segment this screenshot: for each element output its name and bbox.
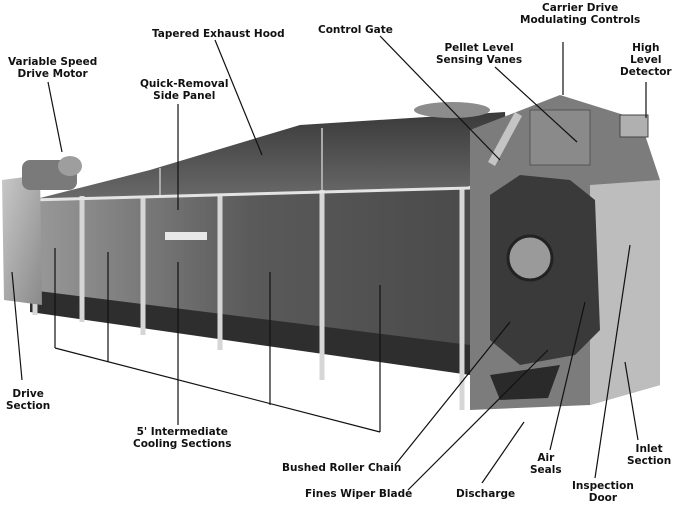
- label-quick-removal-side-panel: Quick-Removal Side Panel: [140, 78, 229, 102]
- label-variable-speed-drive-motor: Variable Speed Drive Motor: [8, 56, 98, 80]
- label-pellet-level-sensing-vanes: Pellet Level Sensing Vanes: [436, 42, 523, 66]
- drive-motor: [22, 156, 82, 190]
- label-intermediate-cooling-sections: 5' Intermediate Cooling Sections: [133, 426, 232, 450]
- label-fines-wiper-blade: Fines Wiper Blade: [305, 488, 413, 500]
- label-bushed-roller-chain: Bushed Roller Chain: [282, 462, 402, 474]
- cooler-body-side: [30, 188, 470, 360]
- inlet-end-panel: [590, 180, 660, 405]
- control-gate-arm: [488, 112, 522, 166]
- label-control-gate: Control Gate: [318, 24, 393, 36]
- label-inlet-section: Inlet Section: [627, 443, 672, 467]
- cooler-bottom-rail: [30, 290, 470, 375]
- label-discharge: Discharge: [456, 488, 516, 500]
- label-carrier-drive-modulating-controls: Carrier Drive Modulating Controls: [520, 2, 641, 26]
- high-level-detector-box: [619, 114, 649, 138]
- label-tapered-exhaust-hood: Tapered Exhaust Hood: [152, 28, 285, 40]
- leader-lines: [11, 35, 647, 491]
- label-high-level-detector: High Level Detector: [620, 42, 672, 78]
- drive-section-end: [2, 175, 42, 305]
- carrier-sprocket: [506, 234, 554, 282]
- label-inspection-door: Inspection Door: [572, 480, 634, 504]
- exhaust-hood: [40, 112, 508, 200]
- label-drive-section: Drive Section: [6, 388, 51, 412]
- pellet-sensing-vanes: [529, 109, 591, 166]
- label-air-seals: Air Seals: [530, 452, 562, 476]
- side-panel-nameplate: [165, 232, 207, 240]
